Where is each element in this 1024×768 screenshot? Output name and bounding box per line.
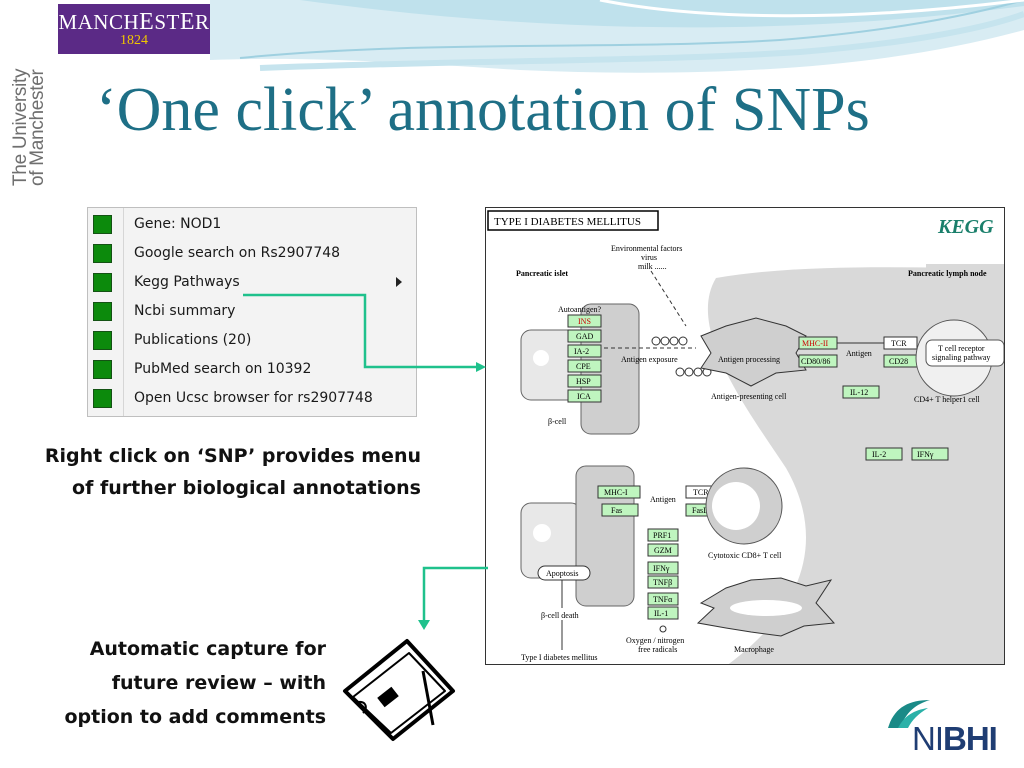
svg-text:CPE: CPE bbox=[576, 362, 591, 371]
kegg-pathway-map[interactable]: TYPE I DIABETES MELLITUS KEGG Environmen… bbox=[485, 207, 1005, 665]
svg-text:TNFβ: TNFβ bbox=[653, 578, 672, 587]
svg-text:IFNγ: IFNγ bbox=[653, 564, 670, 573]
svg-text:INS: INS bbox=[578, 317, 591, 326]
menu-item-pubmed-search[interactable]: PubMed search on 10392 bbox=[88, 355, 416, 384]
kegg-macrophage-label: Macrophage bbox=[734, 645, 774, 654]
university-logo: MANCHESTER 1824 bbox=[58, 4, 210, 54]
green-square-icon bbox=[93, 302, 112, 321]
kegg-il2: IL-2 bbox=[872, 450, 886, 459]
svg-text:PRF1: PRF1 bbox=[653, 531, 671, 540]
logo-wordmark: MANCHESTER bbox=[58, 9, 210, 35]
university-line-2: of Manchester bbox=[27, 69, 48, 187]
slide-title: ‘One click’ annotation of SNPs bbox=[96, 76, 870, 144]
menu-item-publications[interactable]: Publications (20) bbox=[88, 326, 416, 355]
green-square-icon bbox=[93, 389, 112, 408]
green-square-icon bbox=[93, 215, 112, 234]
kegg-cd80: CD80/86 bbox=[801, 357, 830, 366]
kegg-fas: Fas bbox=[611, 506, 622, 515]
kegg-mhc2: MHC-II bbox=[802, 339, 829, 348]
kegg-autoantigen: Autoantigen? bbox=[558, 305, 602, 314]
menu-item-label: Ncbi summary bbox=[134, 303, 236, 319]
kegg-beta-death: β-cell death bbox=[541, 611, 579, 620]
university-vertical-label: The University of Manchester bbox=[10, 69, 48, 187]
kegg-milk: milk ...... bbox=[638, 262, 667, 271]
nibhi-swoosh-icon bbox=[888, 700, 930, 728]
kegg-t1dm: Type I diabetes mellitus bbox=[521, 653, 598, 662]
kegg-antigen-label: Antigen bbox=[846, 349, 872, 358]
menu-icon-separator bbox=[123, 208, 124, 416]
kegg-virus: virus bbox=[641, 253, 657, 262]
kegg-title: TYPE I DIABETES MELLITUS bbox=[494, 216, 641, 228]
green-square-icon bbox=[93, 244, 112, 263]
kegg-title-box bbox=[487, 210, 659, 231]
kegg-tcell-pathway-1: T cell receptor bbox=[938, 344, 985, 353]
kegg-tcell-pathway-2: signaling pathway bbox=[932, 353, 990, 362]
kegg-env-factors: Environmental factors bbox=[611, 244, 682, 253]
menu-item-ucsc-browser[interactable]: Open Ucsc browser for rs2907748 bbox=[88, 384, 416, 413]
svg-text:ICA: ICA bbox=[577, 392, 591, 401]
caption-line: of further biological annotations bbox=[72, 477, 421, 499]
kegg-logo: KEGG bbox=[937, 216, 994, 238]
green-square-icon bbox=[93, 360, 112, 379]
kegg-antigen-exposure: Antigen exposure bbox=[621, 355, 678, 364]
kegg-il12: IL-12 bbox=[850, 388, 868, 397]
svg-text:IL-1: IL-1 bbox=[654, 609, 668, 618]
nibhi-logo: NIBHI bbox=[880, 690, 1020, 760]
caption-line: Right click on ‘SNP’ provides menu bbox=[44, 445, 421, 467]
nibhi-wordmark: NIBHI bbox=[912, 720, 998, 757]
svg-text:TNFα: TNFα bbox=[653, 595, 673, 604]
svg-text:IA-2: IA-2 bbox=[574, 347, 589, 356]
kegg-tcr2: TCR bbox=[693, 488, 709, 497]
kegg-env-arrow bbox=[650, 270, 687, 327]
caption-line: option to add comments bbox=[64, 706, 326, 728]
kegg-apoptosis: Apoptosis bbox=[546, 569, 578, 578]
kegg-mhc1: MHC-I bbox=[604, 488, 628, 497]
menu-item-label: Open Ucsc browser for rs2907748 bbox=[134, 390, 373, 406]
menu-item-google-search[interactable]: Google search on Rs2907748 bbox=[88, 239, 416, 268]
kegg-pancreatic-lymph: Pancreatic lymph node bbox=[908, 269, 987, 278]
menu-item-kegg-pathways[interactable]: Kegg Pathways bbox=[88, 268, 416, 297]
svg-text:GAD: GAD bbox=[576, 332, 594, 341]
kegg-apc-label: Antigen-presenting cell bbox=[711, 392, 787, 401]
menu-item-label: Kegg Pathways bbox=[134, 274, 240, 290]
kegg-ifn: IFNγ bbox=[917, 450, 934, 459]
kegg-antigen-processing: Antigen processing bbox=[718, 355, 780, 364]
kegg-apc-cell bbox=[700, 317, 807, 387]
logo-year: 1824 bbox=[120, 33, 148, 48]
green-square-icon bbox=[93, 273, 112, 292]
menu-item-ncbi-summary[interactable]: Ncbi summary bbox=[88, 297, 416, 326]
kegg-fasl: FasL bbox=[692, 506, 708, 515]
green-square-icon bbox=[93, 331, 112, 350]
kegg-oxygen-1: Oxygen / nitrogen bbox=[626, 636, 684, 645]
menu-item-label: Publications (20) bbox=[134, 332, 252, 348]
kegg-nucleus-1 bbox=[533, 350, 549, 366]
kegg-oxygen-2: free radicals bbox=[638, 645, 677, 654]
submenu-arrow-icon bbox=[396, 277, 402, 287]
kegg-antigen-boxes: INS GAD IA-2 CPE HSP ICA bbox=[567, 314, 602, 403]
caption-right-click: Right click on ‘SNP’ provides menu of fu… bbox=[0, 440, 421, 504]
menu-item-gene[interactable]: Gene: NOD1 bbox=[88, 210, 416, 239]
caption-automatic-capture: Automatic capture for future review – wi… bbox=[0, 632, 326, 734]
kegg-cytotoxic-label: Cytotoxic CD8+ T cell bbox=[708, 551, 782, 560]
kegg-beta-cell-4 bbox=[575, 465, 635, 607]
menu-item-label: Google search on Rs2907748 bbox=[134, 245, 341, 261]
caption-line: future review – with bbox=[111, 672, 326, 694]
context-menu: Gene: NOD1 Google search on Rs2907748 Ke… bbox=[87, 207, 417, 417]
svg-text:GZM: GZM bbox=[654, 546, 672, 555]
svg-text:HSP: HSP bbox=[576, 377, 591, 386]
menu-item-label: Gene: NOD1 bbox=[134, 216, 222, 232]
kegg-beta-cell-label: β-cell bbox=[548, 417, 567, 426]
kegg-antigen2: Antigen bbox=[650, 495, 676, 504]
menu-item-label: PubMed search on 10392 bbox=[134, 361, 312, 377]
kegg-cd28: CD28 bbox=[889, 357, 908, 366]
kegg-cd4-label: CD4+ T helper1 cell bbox=[914, 395, 981, 404]
kegg-pancreatic-islet: Pancreatic islet bbox=[516, 269, 568, 278]
caption-line: Automatic capture for bbox=[89, 638, 326, 660]
notebook-icon bbox=[343, 639, 455, 741]
kegg-tcr: TCR bbox=[891, 339, 907, 348]
kegg-effector-boxes: PRF1 GZM IFNγ TNFβ TNFα IL-1 bbox=[647, 528, 679, 620]
